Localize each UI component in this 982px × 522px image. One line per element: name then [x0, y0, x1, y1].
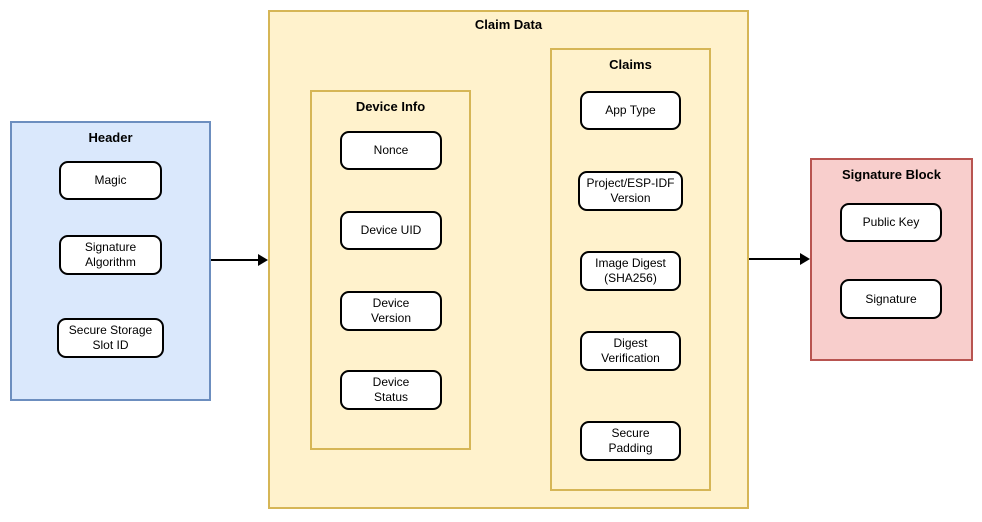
- signature-block-group-title: Signature Block: [842, 167, 941, 182]
- node-magic: Magic: [59, 161, 162, 200]
- node-project-esp-idf-version: Project/ESP-IDF Version: [578, 171, 683, 211]
- node-signature: Signature: [840, 279, 942, 319]
- claims-group-title: Claims: [609, 57, 652, 72]
- node-image-digest-sha256: Image Digest (SHA256): [580, 251, 681, 291]
- node-secure-padding: Secure Padding: [580, 421, 681, 461]
- node-app-type: App Type: [580, 91, 681, 130]
- node-nonce: Nonce: [340, 131, 442, 170]
- header-group-title: Header: [88, 130, 133, 145]
- device-info-group-title: Device Info: [355, 99, 426, 114]
- node-device-version: Device Version: [340, 291, 442, 331]
- claim-data-group-title: Claim Data: [474, 17, 543, 32]
- arrow-header-to-claim-data: [211, 254, 268, 266]
- arrow-claim-data-to-signature-block: [749, 253, 810, 265]
- signature-block-group: Signature Block: [810, 158, 973, 361]
- node-digest-verification: Digest Verification: [580, 331, 681, 371]
- node-secure-storage-slot-id: Secure Storage Slot ID: [57, 318, 164, 358]
- node-device-uid: Device UID: [340, 211, 442, 250]
- node-public-key: Public Key: [840, 203, 942, 242]
- node-device-status: Device Status: [340, 370, 442, 410]
- node-signature-algorithm: Signature Algorithm: [59, 235, 162, 275]
